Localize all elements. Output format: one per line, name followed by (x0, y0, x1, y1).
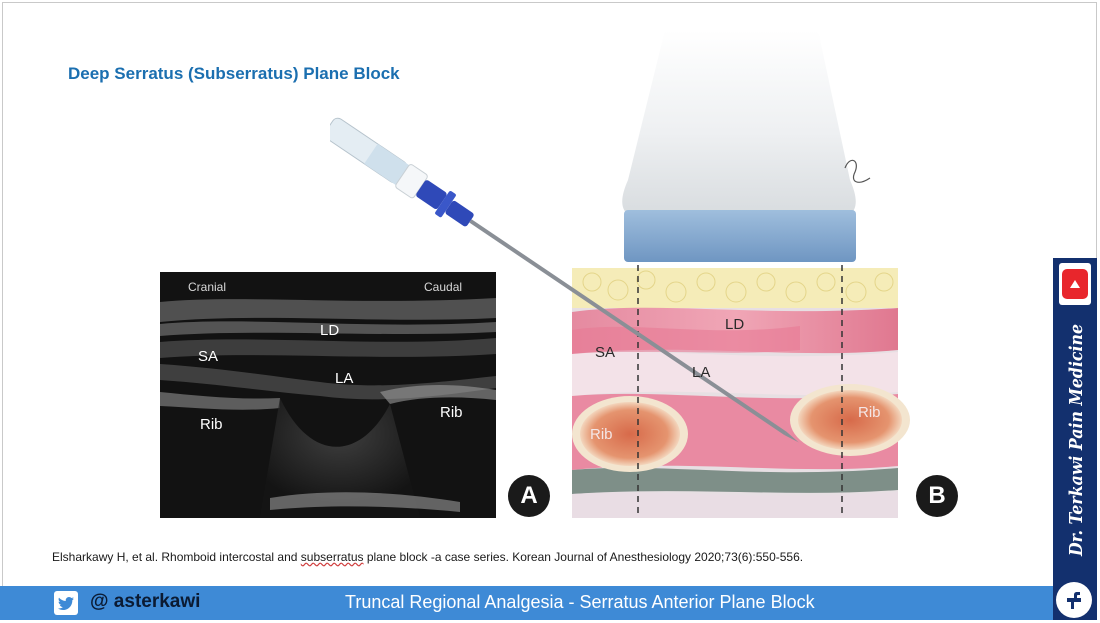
youtube-play-glyph (1070, 280, 1080, 288)
ultrasound-image (160, 272, 496, 518)
brand-vertical-text: Dr. Terkawi Pain Medicine (1058, 320, 1092, 560)
panel-a-la-label: LA (335, 370, 354, 387)
panel-a-sa-label: SA (198, 348, 219, 365)
twitter-handle: @ asterkawi (90, 591, 201, 612)
panel-a-ld-label: LD (320, 322, 340, 339)
youtube-icon[interactable] (1059, 263, 1091, 305)
twitter-bird-glyph (58, 597, 74, 610)
brand-vertical-svg: Dr. Terkawi Pain Medicine (1066, 324, 1087, 557)
citation: Elsharkawy H, et al. Rhomboid intercosta… (52, 550, 803, 564)
panel-a-letter-badge: A (508, 475, 550, 517)
panel-b-letter-badge: B (916, 475, 958, 517)
panel-b-rib-left-label: Rib (590, 426, 613, 443)
citation-flagged-word: subserratus (300, 550, 364, 564)
cranial-label: Cranial (188, 280, 227, 294)
caudal-label: Caudal (424, 280, 463, 294)
panel-b-drawing (324, 30, 910, 518)
panel-b-illustration: LD SA LA Rib Rib (324, 20, 930, 520)
panel-b-ld-label: LD (725, 316, 745, 333)
facebook-glyph (1067, 592, 1081, 609)
footer-title: Truncal Regional Analgesia - Serratus An… (345, 592, 815, 612)
panel-b-rib-right-label: Rib (858, 404, 881, 421)
brand-sidebar (1053, 258, 1097, 620)
twitter-icon[interactable] (54, 591, 78, 615)
panel-b-la-label: LA (692, 364, 711, 381)
panel-a-ultrasound: Cranial Caudal LD SA LA Rib Rib (160, 272, 496, 518)
citation-after: plane block -a case series. Korean Journ… (363, 550, 804, 564)
panel-b-sa-label: SA (595, 344, 616, 361)
facebook-icon[interactable] (1056, 582, 1092, 618)
youtube-red-badge (1062, 269, 1088, 299)
citation-before: Elsharkawy H, et al. Rhomboid intercosta… (52, 550, 301, 564)
footer-bar (0, 586, 1053, 620)
panel-a-rib-right-label: Rib (440, 404, 463, 421)
slide-title: Deep Serratus (Subserratus) Plane Block (68, 64, 400, 83)
panel-a-rib-left-label: Rib (200, 416, 223, 433)
brand-text: Dr. Terkawi Pain Medicine (1066, 324, 1087, 557)
